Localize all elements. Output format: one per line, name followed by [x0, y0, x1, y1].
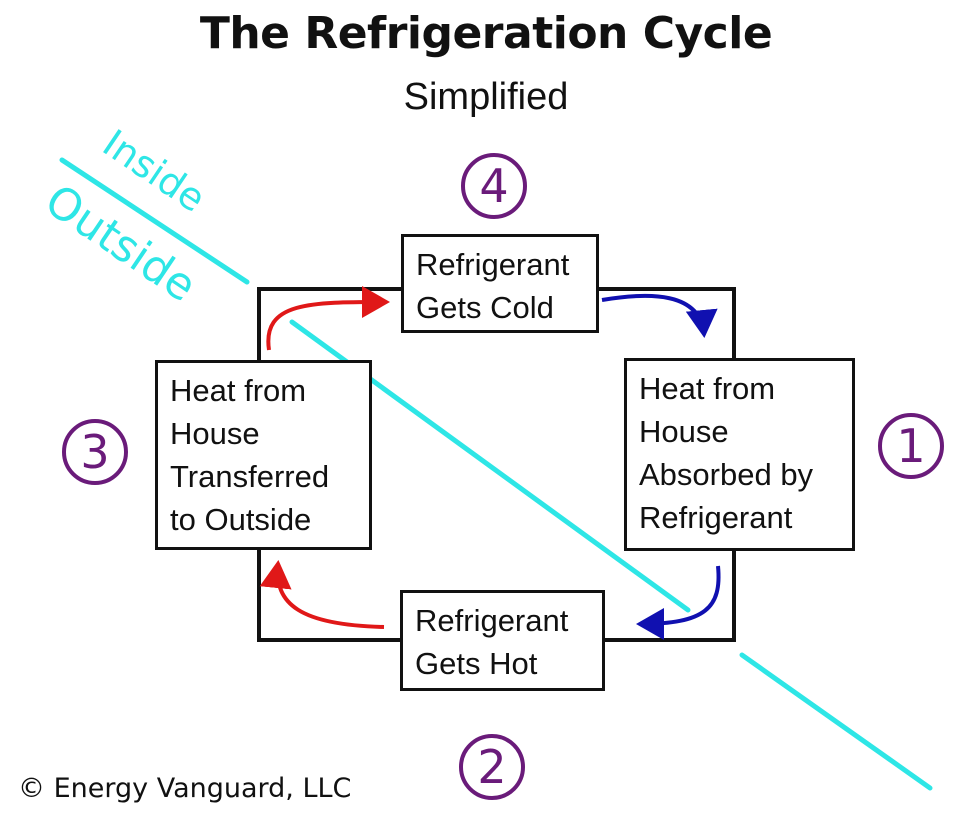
step-2-number: 2 [477, 740, 506, 794]
diagram-subtitle: Simplified [403, 76, 569, 118]
step-3-line-1: Heat from [170, 373, 307, 408]
step-3-line-3: Transferred [170, 459, 330, 494]
cold-arrow-top [601, 293, 718, 338]
step-1-line-4: Refrigerant [639, 500, 793, 535]
step-1-line-2: House [639, 414, 729, 449]
step-2-box: Refrigerant Gets Hot [400, 590, 605, 691]
step-4-box: Refrigerant Gets Cold [401, 234, 599, 333]
step-3-marker: 3 [62, 419, 128, 485]
step-3-number: 3 [80, 425, 109, 479]
diagram-title: The Refrigeration Cycle [199, 8, 773, 59]
inside-outside-divider [59, 157, 250, 285]
step-1-box: Heat from House Absorbed by Refrigerant [624, 358, 855, 551]
copyright-notice: © Energy Vanguard, LLC [18, 773, 352, 804]
step-1-line-1: Heat from [639, 371, 776, 406]
step-4-line-2: Gets Cold [416, 290, 554, 325]
step-4-marker: 4 [461, 153, 527, 219]
step-3-line-2: House [170, 416, 260, 451]
inside-label: Inside [95, 121, 213, 221]
step-2-line-1: Refrigerant [415, 603, 569, 638]
step-1-line-3: Absorbed by [639, 457, 814, 492]
step-1-marker: 1 [878, 413, 944, 479]
step-2-line-2: Gets Hot [415, 646, 538, 681]
step-4-line-1: Refrigerant [416, 247, 570, 282]
step-2-marker: 2 [459, 734, 525, 800]
hot-arrow-bottom [259, 560, 385, 629]
hot-arrow-top [266, 286, 390, 351]
step-1-number: 1 [896, 419, 925, 473]
inside-outside-divider-end [739, 652, 933, 791]
cold-arrow-bottom [636, 565, 721, 640]
step-3-box: Heat from House Transferred to Outside [155, 360, 372, 550]
step-4-number: 4 [479, 159, 508, 213]
step-3-line-4: to Outside [170, 502, 312, 537]
